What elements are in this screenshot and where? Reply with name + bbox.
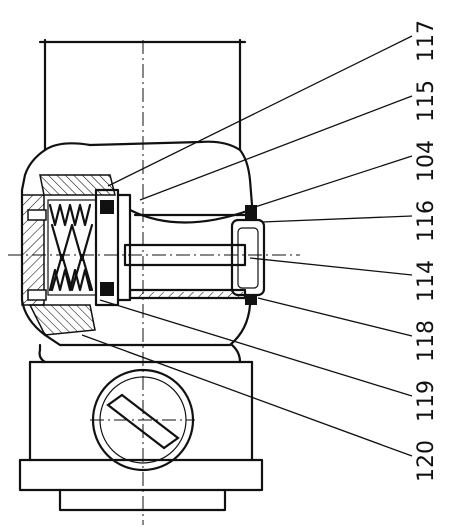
end-cap [230,205,266,305]
leader-lines [81,35,413,457]
valve-piston [94,188,132,307]
callout-104: 104 [414,140,439,182]
callout-120: 120 [414,440,439,482]
callout-119: 119 [414,380,439,422]
callout-117: 117 [414,20,439,62]
callout-116: 116 [414,200,439,242]
spring [47,199,97,296]
callout-118: 118 [414,320,439,362]
callout-115: 115 [414,80,439,122]
callout-114: 114 [414,260,439,302]
center-lines [8,40,300,525]
